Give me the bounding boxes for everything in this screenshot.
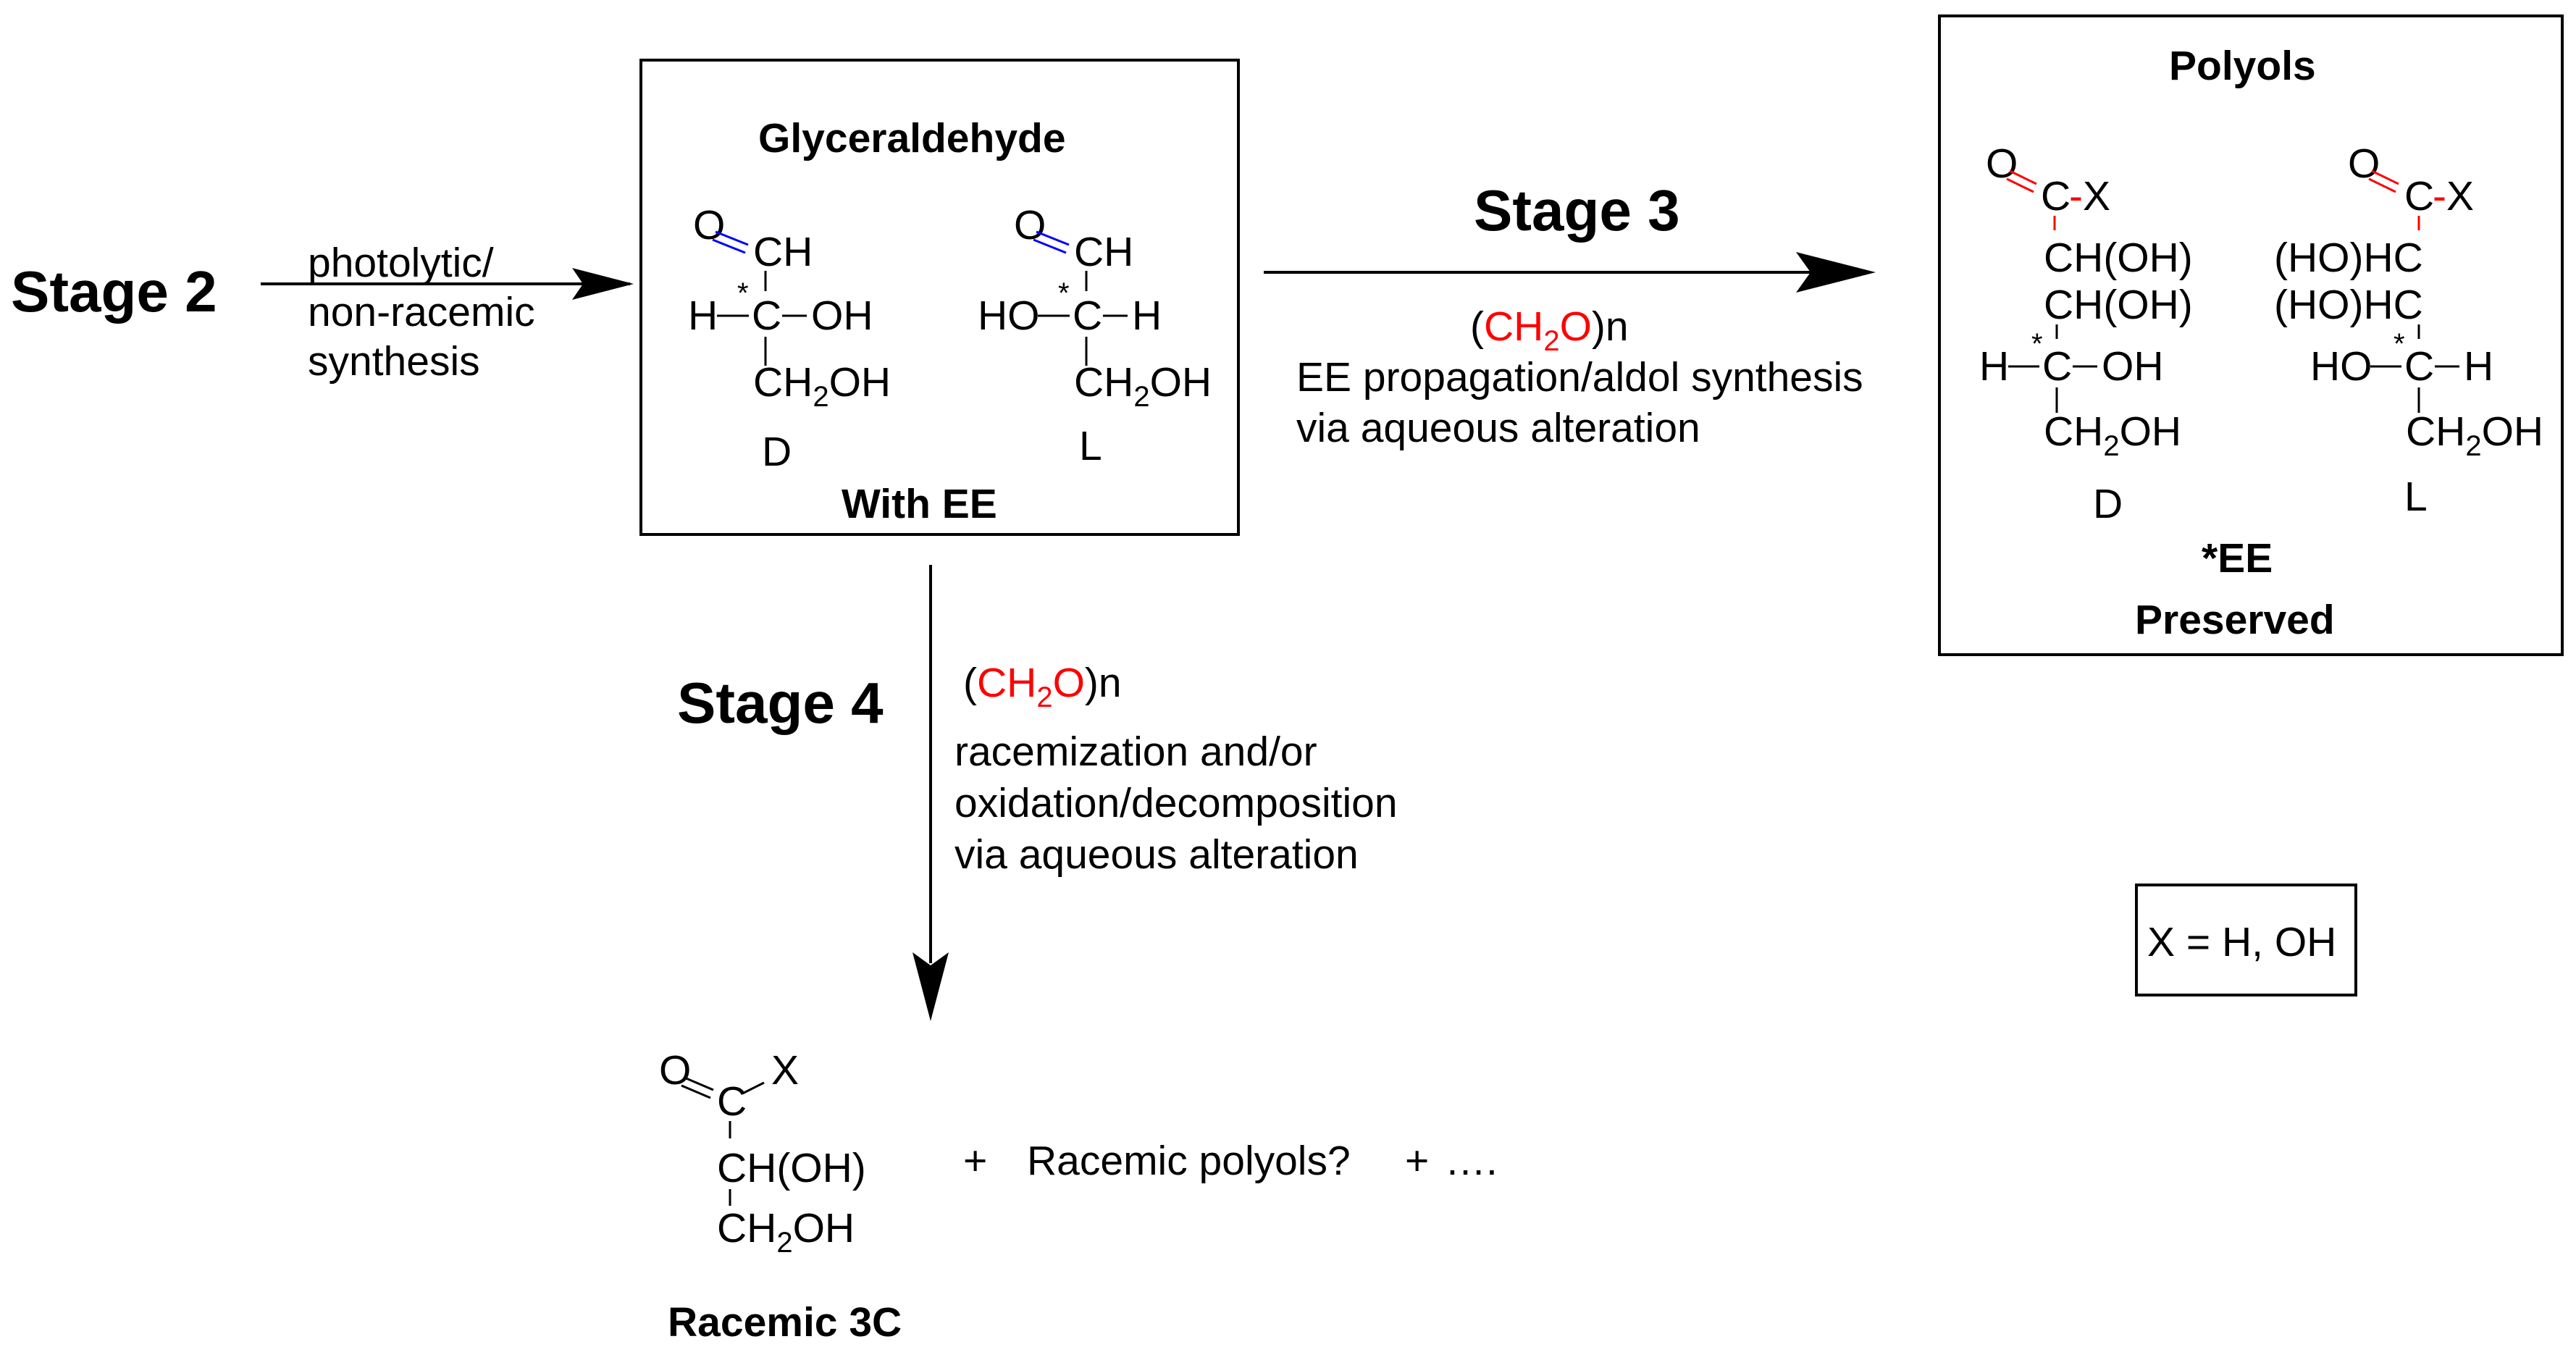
d-poly-center-c: C xyxy=(2042,343,2072,390)
d-glyc-double-bond-2 xyxy=(712,238,746,254)
stage4-arrowhead xyxy=(912,952,949,1021)
stage2-arrowhead xyxy=(572,268,634,300)
l-glyc-double-bond-1 xyxy=(1036,230,1070,246)
d-glyc-ch: CH xyxy=(753,229,813,275)
racemic-plus-2: + xyxy=(1405,1138,1429,1184)
d-glyc-double-bond-1 xyxy=(715,230,749,246)
racemic-x: X xyxy=(771,1047,799,1094)
polyols-title: Polyols xyxy=(2169,43,2316,89)
d-poly-c: C xyxy=(2041,173,2071,219)
l-poly-ch2oh: CH2OH xyxy=(2406,408,2543,462)
l-glyc-config: L xyxy=(1079,423,1102,469)
d-glyc-h: H xyxy=(688,293,718,339)
racemic-bond-x xyxy=(742,1081,765,1095)
l-glyc-ch2oh: CH2OH xyxy=(1074,359,1212,413)
l-poly-center-c: C xyxy=(2404,343,2434,390)
l-poly-star: * xyxy=(2394,328,2405,360)
l-poly-double-bond-1 xyxy=(2371,169,2399,185)
d-poly-dash-x: -X xyxy=(2069,173,2110,219)
stage3-label: Stage 3 xyxy=(1474,178,1680,243)
racemic-o: O xyxy=(659,1047,691,1094)
l-poly-c: C xyxy=(2404,173,2434,219)
stage4-condition-line2: oxidation/decomposition xyxy=(955,780,1398,826)
l-glyc-h: H xyxy=(1132,293,1162,339)
racemic-row1: CH(OH) xyxy=(717,1145,866,1191)
stage4-reagent: (CH2O)n xyxy=(963,660,1122,713)
d-glyc-ch2oh: CH2OH xyxy=(753,359,891,413)
racemic-3c-structure: O C X CH(OH) CH2OH xyxy=(659,1047,866,1259)
stage2-condition-line2: non-racemic xyxy=(308,289,535,335)
l-glyceraldehyde-structure: O CH * HO C H CH2OH L xyxy=(978,202,1212,469)
racemic-c: C xyxy=(717,1078,747,1125)
l-glyc-c: C xyxy=(1073,293,1102,339)
l-glyc-ho: HO xyxy=(978,293,1040,339)
l-glyc-ch: CH xyxy=(1074,229,1133,275)
stage3-reagent: (CH2O)n xyxy=(1470,303,1629,357)
racemic-ellipsis: …. xyxy=(1445,1138,1498,1184)
d-glyc-star: * xyxy=(737,277,749,309)
d-polyol-structure: O C -X -X CH(OH) CH(OH) * H C OH CH2OH D xyxy=(1979,140,2193,527)
d-glyc-config: D xyxy=(762,429,792,475)
d-glyc-oh: OH xyxy=(811,293,873,339)
polyols-box xyxy=(1938,14,2564,656)
glyceraldehyde-title: Glyceraldehyde xyxy=(758,115,1066,161)
stage3-condition-line1: EE propagation/aldol synthesis xyxy=(1296,354,1863,400)
d-poly-double-bond-2 xyxy=(2006,177,2034,193)
l-poly-row-red: (HO)HC xyxy=(2274,235,2423,281)
polyols-note-line2: Preserved xyxy=(2135,597,2335,643)
d-poly-ch2oh: CH2OH xyxy=(2044,408,2181,462)
d-glyc-o: O xyxy=(693,202,725,248)
l-poly-dash-x: -X xyxy=(2433,173,2474,219)
l-glyc-star: * xyxy=(1058,277,1070,309)
stage2-condition-line3: synthesis xyxy=(308,338,480,385)
l-poly-config: L xyxy=(2404,474,2428,520)
racemic-polyols-text: Racemic polyols? xyxy=(1027,1138,1351,1184)
glyceraldehyde-box xyxy=(639,59,1240,536)
d-poly-row-blue: CH(OH) xyxy=(2044,282,2193,328)
legend-text: X = H, OH xyxy=(2147,919,2336,965)
racemic-double-bond-1 xyxy=(684,1076,714,1091)
stage2-label: Stage 2 xyxy=(11,259,217,324)
d-poly-double-bond-1 xyxy=(2009,169,2037,185)
racemic-row2: CH2OH xyxy=(717,1205,855,1259)
stage3-arrowhead xyxy=(1796,252,1876,293)
legend-box xyxy=(2135,884,2357,996)
racemic-plus-1: + xyxy=(963,1138,987,1184)
stage2-condition-line1: photolytic/ xyxy=(308,240,494,286)
stage3-condition-line2: via aqueous alteration xyxy=(1296,405,1700,451)
d-poly-h: H xyxy=(1979,343,2009,390)
d-poly-row-red: CH(OH) xyxy=(2044,235,2193,281)
racemic-caption: Racemic 3C xyxy=(668,1299,902,1346)
l-poly-double-bond-2 xyxy=(2368,177,2396,193)
d-poly-config: D xyxy=(2093,481,2123,527)
polyols-note-line1: *EE xyxy=(2202,535,2273,582)
d-glyc-c: C xyxy=(752,293,781,339)
l-polyol-structure: O C -X -X (HO)HC (HO)HC * HO C H CH2OH L xyxy=(2274,140,2543,520)
l-poly-ho: HO xyxy=(2310,343,2372,390)
l-poly-row-blue: (HO)HC xyxy=(2274,282,2423,328)
d-poly-o: O xyxy=(1986,140,2018,187)
stage4-condition-line3: via aqueous alteration xyxy=(955,831,1359,878)
d-poly-star: * xyxy=(2031,328,2043,360)
glyceraldehyde-footer: With EE xyxy=(842,481,997,527)
d-glyceraldehyde-structure: O CH * H C OH CH2OH D xyxy=(688,202,891,475)
l-poly-o: O xyxy=(2348,140,2380,187)
l-poly-h: H xyxy=(2464,343,2493,390)
d-poly-oh: OH xyxy=(2102,343,2164,390)
stage4-condition-line1: racemization and/or xyxy=(955,729,1317,775)
l-glyc-o: O xyxy=(1014,202,1046,248)
l-glyc-double-bond-2 xyxy=(1033,238,1067,254)
stage4-label: Stage 4 xyxy=(677,671,884,735)
racemic-double-bond-2 xyxy=(681,1084,711,1099)
